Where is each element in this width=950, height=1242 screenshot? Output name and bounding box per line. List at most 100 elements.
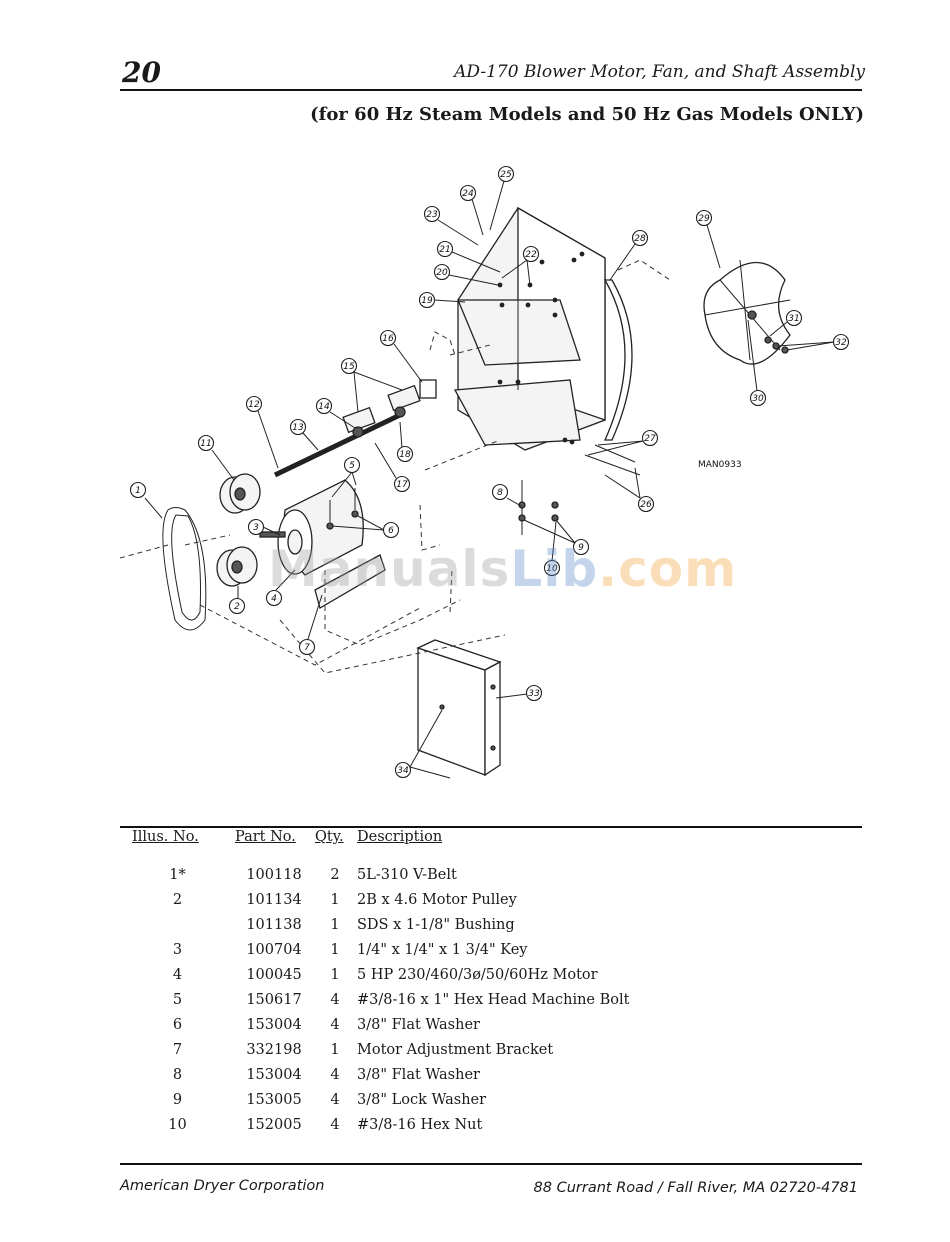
motor-pulley (216, 546, 258, 587)
callout-33: 33 (528, 689, 540, 699)
illus-no: 9 (172, 1091, 183, 1108)
part-no: 153004 (246, 1066, 302, 1083)
v-belts (162, 507, 207, 631)
qty: 1 (330, 941, 340, 958)
watermark-part-b: Lib (510, 540, 599, 598)
table-row: 9 153005 4 3/8" Lock Washer (120, 1088, 862, 1113)
illus-no: 10 (168, 1116, 187, 1133)
qty: 1 (330, 916, 340, 933)
callout-19: 19 (421, 296, 433, 306)
parts-table: Illus. No. Part No. Qty. Description 1* … (120, 826, 862, 1138)
page-number: 20 (122, 56, 161, 89)
qty: 4 (330, 1016, 340, 1033)
table-row: 1* 100118 2 5L-310 V-Belt (120, 863, 862, 888)
part-no: 153005 (246, 1091, 302, 1108)
illus-no: 2 (172, 891, 183, 908)
callout-24: 24 (462, 189, 474, 199)
fan-pulley (219, 473, 261, 514)
qty: 1 (330, 1041, 340, 1058)
table-header-row: Illus. No. Part No. Qty. Description (120, 826, 862, 863)
callout-4: 4 (271, 594, 277, 604)
callout-8: 8 (497, 488, 503, 498)
callout-5: 5 (349, 461, 355, 471)
blower-housing (453, 206, 633, 451)
callout-1: 1 (135, 486, 141, 496)
callout-16: 16 (382, 334, 394, 344)
table-row: 2 101134 1 2B x 4.6 Motor Pulley (120, 888, 862, 913)
part-no: 101138 (246, 916, 302, 933)
alignment-lines (119, 259, 671, 674)
callout-30: 30 (752, 394, 764, 404)
watermark-part-a: Manuals (268, 540, 511, 598)
callout-23: 23 (426, 210, 438, 220)
qty: 4 (330, 1091, 340, 1108)
qty: 2 (330, 866, 340, 883)
callout-32: 32 (835, 338, 847, 348)
callout-6: 6 (388, 526, 394, 536)
callout-17: 17 (396, 480, 408, 490)
illus-no (120, 913, 235, 938)
callout-7: 7 (304, 643, 310, 653)
callout-2: 2 (234, 602, 240, 612)
callout-3: 3 (253, 523, 259, 533)
description: 3/8" Lock Washer (357, 1091, 487, 1108)
callout-22: 22 (525, 250, 537, 260)
callout-26: 26 (640, 500, 652, 510)
motor (259, 479, 386, 609)
page-title: AD-170 Blower Motor, Fan, and Shaft Asse… (454, 62, 865, 82)
callout-11: 11 (200, 439, 211, 449)
motor-bolts (326, 488, 359, 530)
footer-address: 88 Currant Road / Fall River, MA 02720-4… (533, 1180, 858, 1196)
illus-no: 1* (169, 866, 186, 883)
callouts: 1 2 3 4 5 6 7 8 9 10 11 12 13 14 15 16 (129, 165, 850, 779)
description: #3/8-16 Hex Nut (357, 1116, 483, 1133)
table-row: 8 153004 4 3/8" Flat Washer (120, 1063, 862, 1088)
callout-21: 21 (439, 245, 450, 255)
callout-15: 15 (343, 362, 355, 372)
callout-27: 27 (644, 434, 656, 444)
qty: 4 (330, 1066, 340, 1083)
page-subtitle: (for 60 Hz Steam Models and 50 Hz Gas Mo… (310, 104, 864, 125)
part-no: 332198 (246, 1041, 302, 1058)
callout-25: 25 (500, 170, 512, 180)
callout-12: 12 (248, 400, 260, 410)
callout-34: 34 (397, 766, 409, 776)
description: Motor Adjustment Bracket (357, 1041, 554, 1058)
part-no: 150617 (246, 991, 302, 1008)
callout-20: 20 (436, 268, 448, 278)
illus-no: 3 (172, 941, 183, 958)
part-no: 100704 (246, 941, 302, 958)
callout-14: 14 (318, 402, 330, 412)
callout-18: 18 (399, 450, 411, 460)
table-row: 101138 1 SDS x 1-1/8" Bushing (120, 913, 862, 938)
part-no: 153004 (246, 1016, 302, 1033)
watermark-part-c: .com (598, 540, 738, 598)
description: 5L-310 V-Belt (357, 866, 457, 883)
part-no: 152005 (246, 1116, 302, 1133)
description: 5 HP 230/460/3ø/50/60Hz Motor (357, 966, 598, 983)
callout-28: 28 (634, 234, 646, 244)
part-no: 101134 (246, 891, 302, 908)
header-qty: Qty. (315, 829, 344, 845)
description: 2B x 4.6 Motor Pulley (357, 891, 517, 908)
part-no: 100118 (246, 866, 302, 883)
watermark: ManualsLib.com (268, 540, 737, 598)
box-cover (416, 639, 502, 777)
bracket-hardware (518, 444, 641, 535)
illus-no: 7 (172, 1041, 183, 1058)
callout-9: 9 (578, 543, 584, 553)
footer-rule (120, 1163, 862, 1165)
header-illus-no: Illus. No. (132, 829, 199, 845)
callout-13: 13 (292, 423, 304, 433)
qty: 4 (330, 1116, 340, 1133)
qty: 1 (330, 891, 340, 908)
description: 3/8" Flat Washer (357, 1066, 480, 1083)
illus-no: 8 (172, 1066, 183, 1083)
illus-no: 6 (172, 1016, 183, 1033)
table-row: 7 332198 1 Motor Adjustment Bracket (120, 1038, 862, 1063)
table-row: 5 150617 4 #3/8-16 x 1" Hex Head Machine… (120, 988, 862, 1013)
exploded-assembly-diagram: MAN0933 1 2 3 4 5 6 7 8 9 10 11 12 13 14 (119, 165, 850, 779)
description: 3/8" Flat Washer (357, 1016, 480, 1033)
table-row: 10 152005 4 #3/8-16 Hex Nut (120, 1113, 862, 1138)
illus-no: 4 (172, 966, 183, 983)
